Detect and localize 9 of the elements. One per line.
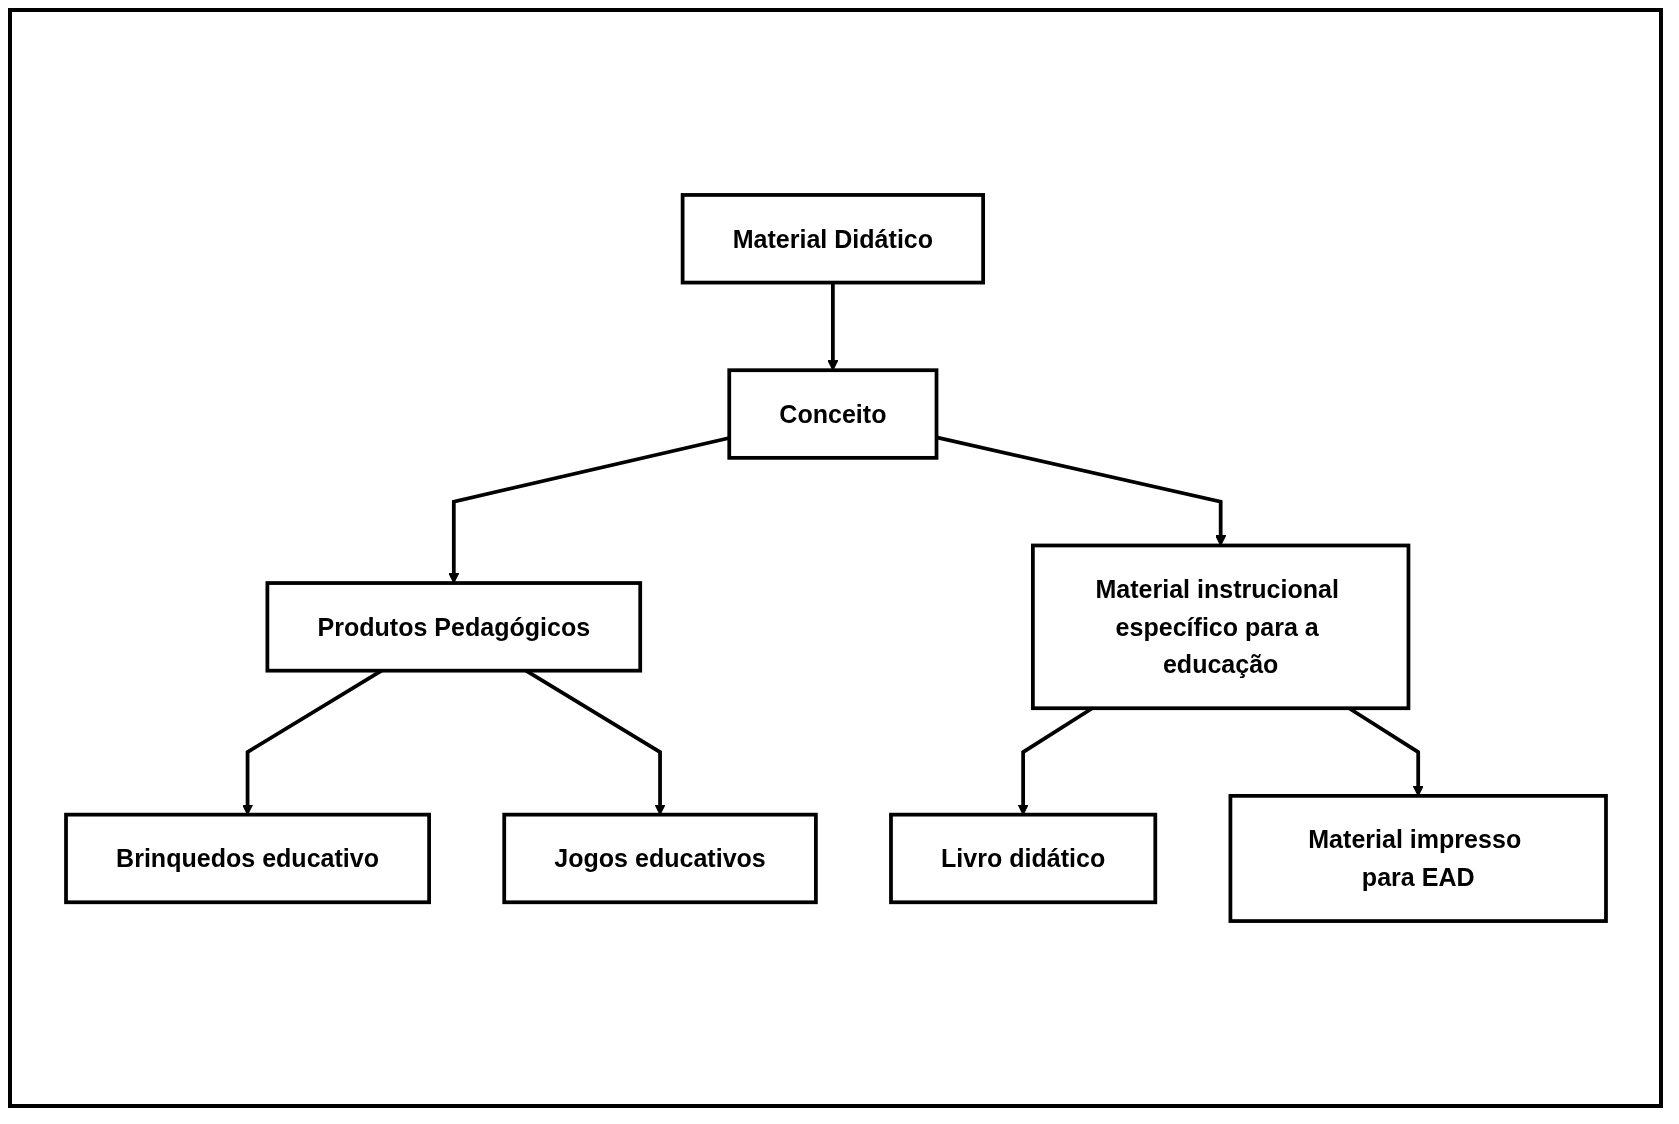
node-box: Jogos educativos — [501, 812, 818, 905]
node-box: Produtos Pedagógicos — [265, 581, 642, 673]
node-box: Material Didático — [680, 193, 985, 285]
arrow — [826, 282, 838, 371]
node-box: Brinquedos educativo — [63, 812, 431, 905]
node-box: Material impresso para EAD — [1228, 794, 1608, 923]
node-box: Livro didático — [888, 812, 1157, 905]
node-box: Conceito — [726, 368, 938, 460]
node-box: Material instrucional específico para a educação — [1030, 543, 1410, 711]
